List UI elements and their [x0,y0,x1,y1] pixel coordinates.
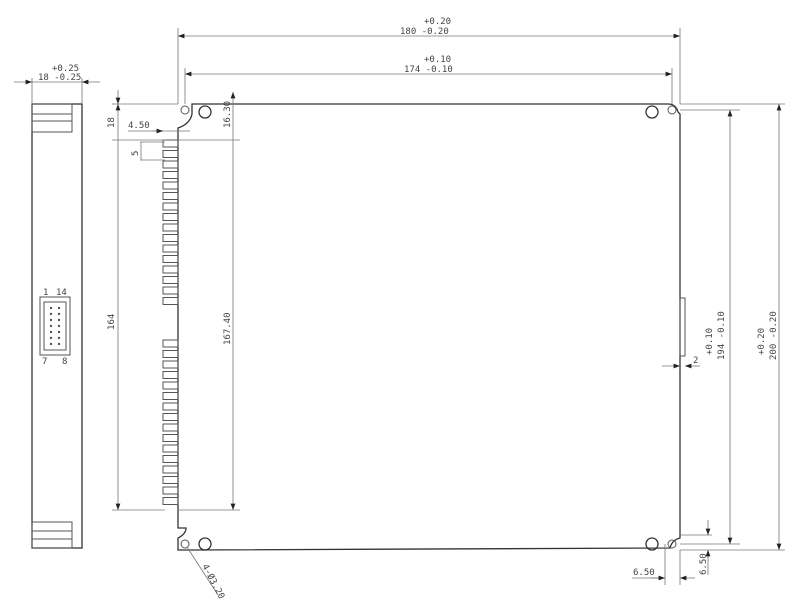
edge-pin [162,150,179,158]
edge-pin [162,413,179,421]
pin-label-14: 14 [56,288,67,298]
pin-label-1: 1 [43,288,48,298]
edge-pin [162,465,179,474]
edge-pin [162,286,179,295]
edge-pin [162,476,179,484]
edge-pin [162,486,179,495]
side-bracket-bottom [31,521,73,549]
edge-pin [162,139,179,148]
side-tab [679,297,686,357]
top-view: +0.20 180 -0.20 +0.10 174 -0.10 18 164 4… [107,17,785,600]
pin-offset-dim: 18 [107,117,117,128]
overall-height-dim: 200 -0.20 [769,311,779,360]
edge-pin [162,339,179,348]
edge-pin [162,350,179,358]
connector-pin [49,312,53,316]
pin-row-length-dim: 164 [107,314,117,330]
hole-height-dim: 194 -0.10 [717,311,727,360]
hole-width-dim: 174 -0.10 [404,65,453,75]
edge-pin [162,423,179,432]
pin-column-length-dim: 167.40 [223,312,233,345]
edge-pin [162,244,179,253]
edge-pin [162,371,179,379]
edge-pin [162,202,179,211]
edge-pin [162,255,179,263]
edge-pin [162,360,179,369]
overall-width-dim: 180 -0.20 [400,27,449,37]
connector-pin [57,336,61,340]
hole-icon [667,539,677,549]
connector-pin [57,330,61,334]
pin-label-8: 8 [62,357,67,367]
edge-pin [162,171,179,179]
screw-icon [198,105,212,119]
connector-pin [49,342,53,346]
connector-pin [57,306,61,310]
edge-pin [162,381,179,390]
edge-pin [162,297,179,305]
edge-pin [162,434,179,442]
edge-pin [162,455,179,463]
connector-pin [49,336,53,340]
connector-pin [57,318,61,322]
edge-pin [162,497,179,505]
hole-offset-x-dim: 6.50 [633,568,655,578]
pin-to-edge-dim: 16.30 [223,101,233,128]
board-outline [177,103,681,551]
idc-connector [39,296,71,356]
edge-pin [162,160,179,169]
edge-pin [162,392,179,400]
edge-pin [162,181,179,190]
hole-height-tol: +0.10 [705,328,715,355]
edge-pin [162,192,179,200]
side-view: 1 14 7 8 +0.25 18 -0.25 [14,64,100,549]
mounting-holes [180,105,677,551]
connector-pin [49,318,53,322]
connector-pin [49,324,53,328]
hole-icon [667,105,677,115]
side-width-dim: 18 -0.25 [38,73,81,83]
edge-pin [162,223,179,232]
side-width-tol: +0.25 [52,64,79,74]
hole-icon [180,105,190,115]
edge-pin [162,444,179,453]
overall-height-tol: +0.20 [757,328,767,355]
edge-pin [162,265,179,274]
screw-icon [645,537,659,551]
edge-pin [162,402,179,411]
connector-pin [57,324,61,328]
connector-pin [57,312,61,316]
overall-width-tol: +0.20 [424,17,451,27]
pin-pitch-dim: 5 [131,151,141,156]
connector-pin [57,342,61,346]
edge-pin [162,234,179,242]
pin-label-7: 7 [42,357,47,367]
screw-icon [198,537,212,551]
hole-callout: 4-Ø3.20 [199,562,227,600]
pin-inset-dim: 4.50 [128,121,150,131]
hole-icon [180,539,190,549]
edge-pin [162,276,179,284]
edge-pin [162,213,179,221]
connector-pin [49,306,53,310]
side-tab-dim: 2 [693,356,698,366]
hole-width-tol: +0.10 [424,55,451,65]
screw-icon [645,105,659,119]
hole-offset-y-dim: 6.50 [699,553,709,575]
side-bracket-top [31,103,73,133]
connector-pin [49,330,53,334]
edge-pin-column [162,139,179,505]
